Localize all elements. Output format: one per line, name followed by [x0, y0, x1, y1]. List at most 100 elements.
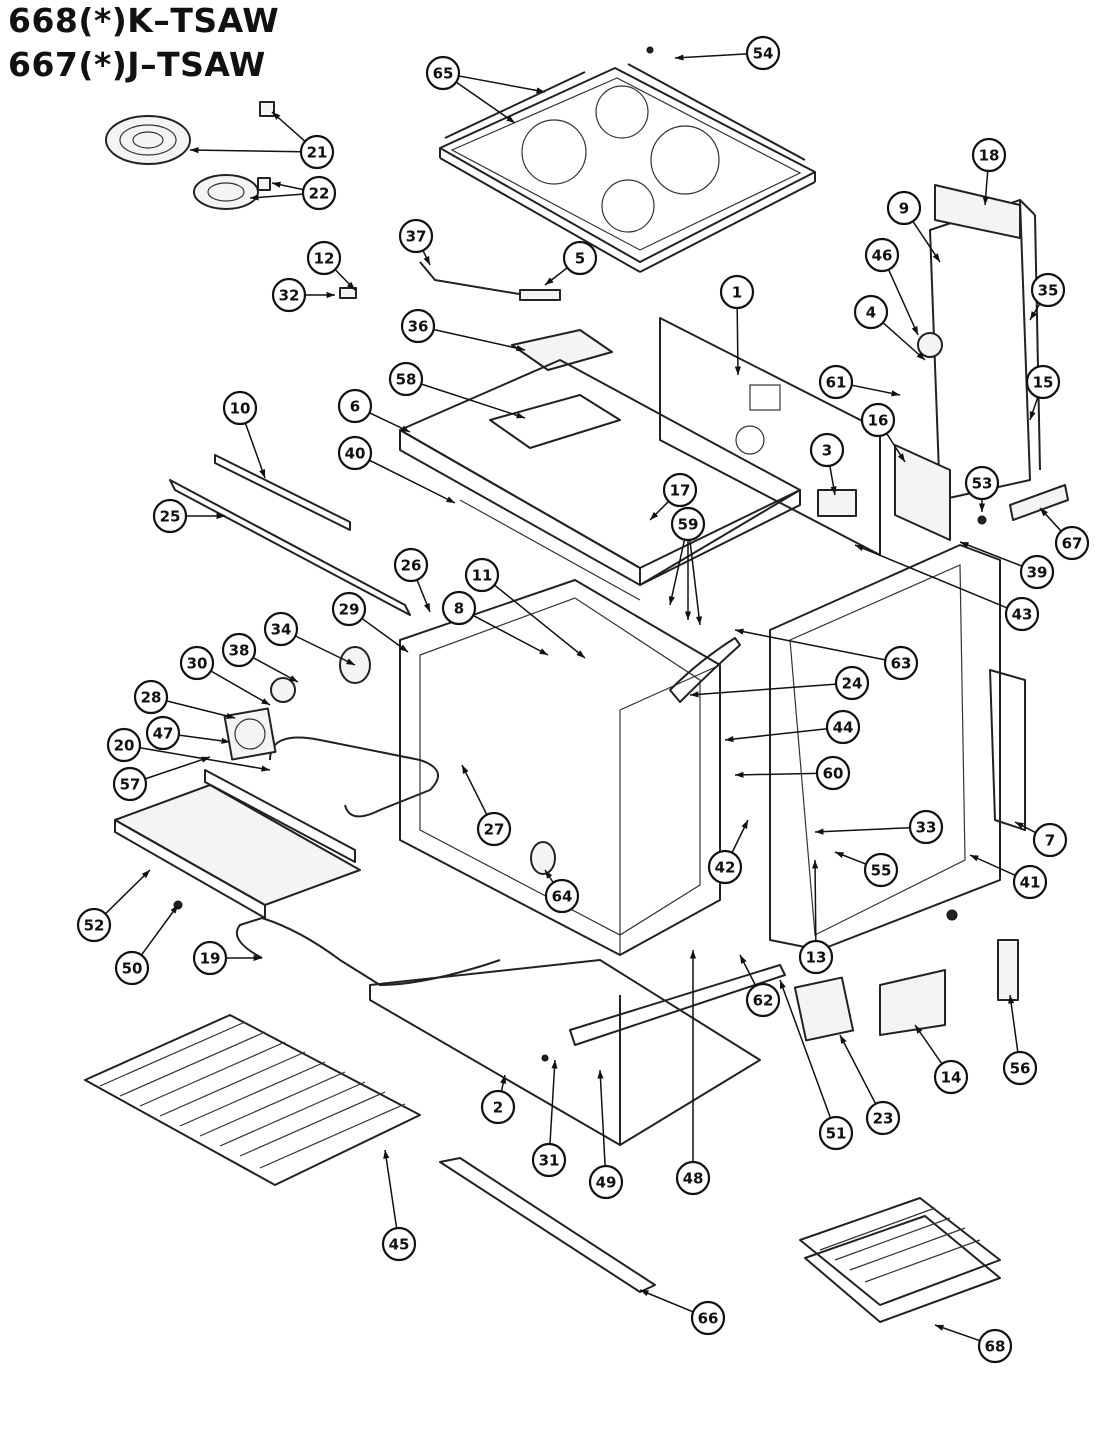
callout-circle-43 — [1004, 596, 1040, 632]
leader-line-56 — [1009, 994, 1019, 1053]
callout-circle-7 — [1032, 822, 1068, 858]
callout-45: 45 — [381, 1226, 417, 1262]
leader-arrow-47 — [221, 737, 230, 744]
callout-number-21: 21 — [307, 144, 328, 162]
callout-circle-44 — [825, 709, 861, 745]
callout-number-15: 15 — [1033, 374, 1054, 392]
callout-circle-33 — [908, 809, 944, 845]
callout-circle-57 — [112, 766, 148, 802]
callout-6: 6 — [337, 388, 373, 424]
callout-49: 49 — [588, 1164, 624, 1200]
leader-line-49 — [599, 1069, 606, 1167]
callout-circle-5 — [562, 240, 598, 276]
callout-number-30: 30 — [187, 655, 208, 673]
leader-arrow-59 — [684, 611, 692, 620]
leader-lines — [104, 53, 1062, 1342]
callout-number-61: 61 — [826, 374, 847, 392]
callout-circle-39 — [1019, 554, 1055, 590]
leader-arrow-38 — [289, 675, 298, 682]
callout-47: 47 — [145, 715, 181, 751]
callout-circle-31 — [531, 1142, 567, 1178]
callout-circle-38 — [221, 632, 257, 668]
callout-number-55: 55 — [871, 862, 892, 880]
model-title-1: 668(*)K–TSAW — [8, 1, 280, 40]
leader-arrow-59 — [668, 596, 675, 605]
leader-line-21 — [189, 149, 302, 153]
callout-circle-3 — [809, 432, 845, 468]
callout-circle-24 — [834, 665, 870, 701]
callout-23: 23 — [865, 1100, 901, 1136]
callout-number-10: 10 — [230, 400, 251, 418]
leader-arrow-33 — [815, 828, 824, 835]
leader-line-34 — [295, 635, 356, 666]
callout-35: 35 — [1030, 272, 1066, 308]
callout-circle-49 — [588, 1164, 624, 1200]
callout-number-17: 17 — [670, 482, 691, 500]
callout-number-34: 34 — [271, 621, 292, 639]
callout-55: 55 — [863, 852, 899, 888]
callout-circle-18 — [971, 137, 1007, 173]
callout-circle-60 — [815, 755, 851, 791]
leader-arrow-44 — [725, 736, 734, 743]
callout-21: 21 — [299, 134, 335, 170]
callout-number-28: 28 — [141, 689, 162, 707]
door-latch-part — [997, 939, 1019, 1001]
oven-rack-part — [84, 1014, 421, 1186]
callout-38: 38 — [221, 632, 257, 668]
callout-number-36: 36 — [408, 318, 429, 336]
broiler-pan-part — [799, 1197, 1001, 1323]
callout-16: 16 — [860, 402, 896, 438]
callout-43: 43 — [1004, 596, 1040, 632]
callout-circle-65 — [425, 55, 461, 91]
callout-17: 17 — [662, 472, 698, 508]
callout-33: 33 — [908, 809, 944, 845]
leader-arrow-56 — [1008, 995, 1015, 1004]
callout-number-67: 67 — [1062, 535, 1083, 553]
rear-trim-part — [627, 63, 806, 161]
callout-number-12: 12 — [314, 250, 335, 268]
leader-line-50 — [140, 904, 179, 956]
leader-line-38 — [252, 656, 299, 683]
callout-number-43: 43 — [1012, 606, 1033, 624]
callout-circle-40 — [337, 435, 373, 471]
callout-40: 40 — [337, 435, 373, 471]
leader-arrow-68 — [935, 1324, 944, 1331]
callout-number-59: 59 — [678, 516, 699, 534]
callout-circle-30 — [179, 645, 215, 681]
rack-rail-part — [439, 1157, 656, 1293]
callout-26: 26 — [393, 547, 429, 583]
leader-line-13 — [814, 859, 817, 942]
leader-arrow-10 — [259, 469, 266, 478]
callout-61: 61 — [818, 364, 854, 400]
leader-arrow-58 — [516, 412, 525, 419]
callout-circle-23 — [865, 1100, 901, 1136]
leader-line-51 — [779, 979, 832, 1119]
callout-number-13: 13 — [806, 949, 827, 967]
bake-element-part — [269, 736, 439, 818]
callout-circle-52 — [76, 907, 112, 943]
callout-number-25: 25 — [160, 508, 181, 526]
leader-arrow-50 — [170, 905, 178, 914]
leader-arrow-18 — [982, 196, 989, 205]
leader-line-8 — [472, 614, 549, 656]
callout-number-23: 23 — [873, 1110, 894, 1128]
callout-circle-26 — [393, 547, 429, 583]
callout-27: 27 — [476, 811, 512, 847]
leader-line-57 — [144, 756, 211, 780]
callout-19: 19 — [192, 940, 228, 976]
callout-number-1: 1 — [732, 284, 742, 302]
callout-circle-14 — [933, 1059, 969, 1095]
leader-arrow-16 — [897, 453, 905, 462]
leader-line-31 — [549, 1059, 556, 1145]
leader-arrow-27 — [462, 765, 469, 774]
callout-number-47: 47 — [153, 725, 174, 743]
screws-part — [173, 46, 987, 1062]
callout-circle-10 — [222, 390, 258, 426]
callout-31: 31 — [531, 1142, 567, 1178]
leader-arrow-55 — [835, 852, 844, 858]
leader-arrow-21 — [190, 147, 199, 154]
leader-arrow-52 — [141, 870, 150, 879]
callout-41: 41 — [1012, 864, 1048, 900]
callout-circle-59 — [670, 506, 706, 542]
hinge-bracket-part — [1009, 484, 1069, 521]
